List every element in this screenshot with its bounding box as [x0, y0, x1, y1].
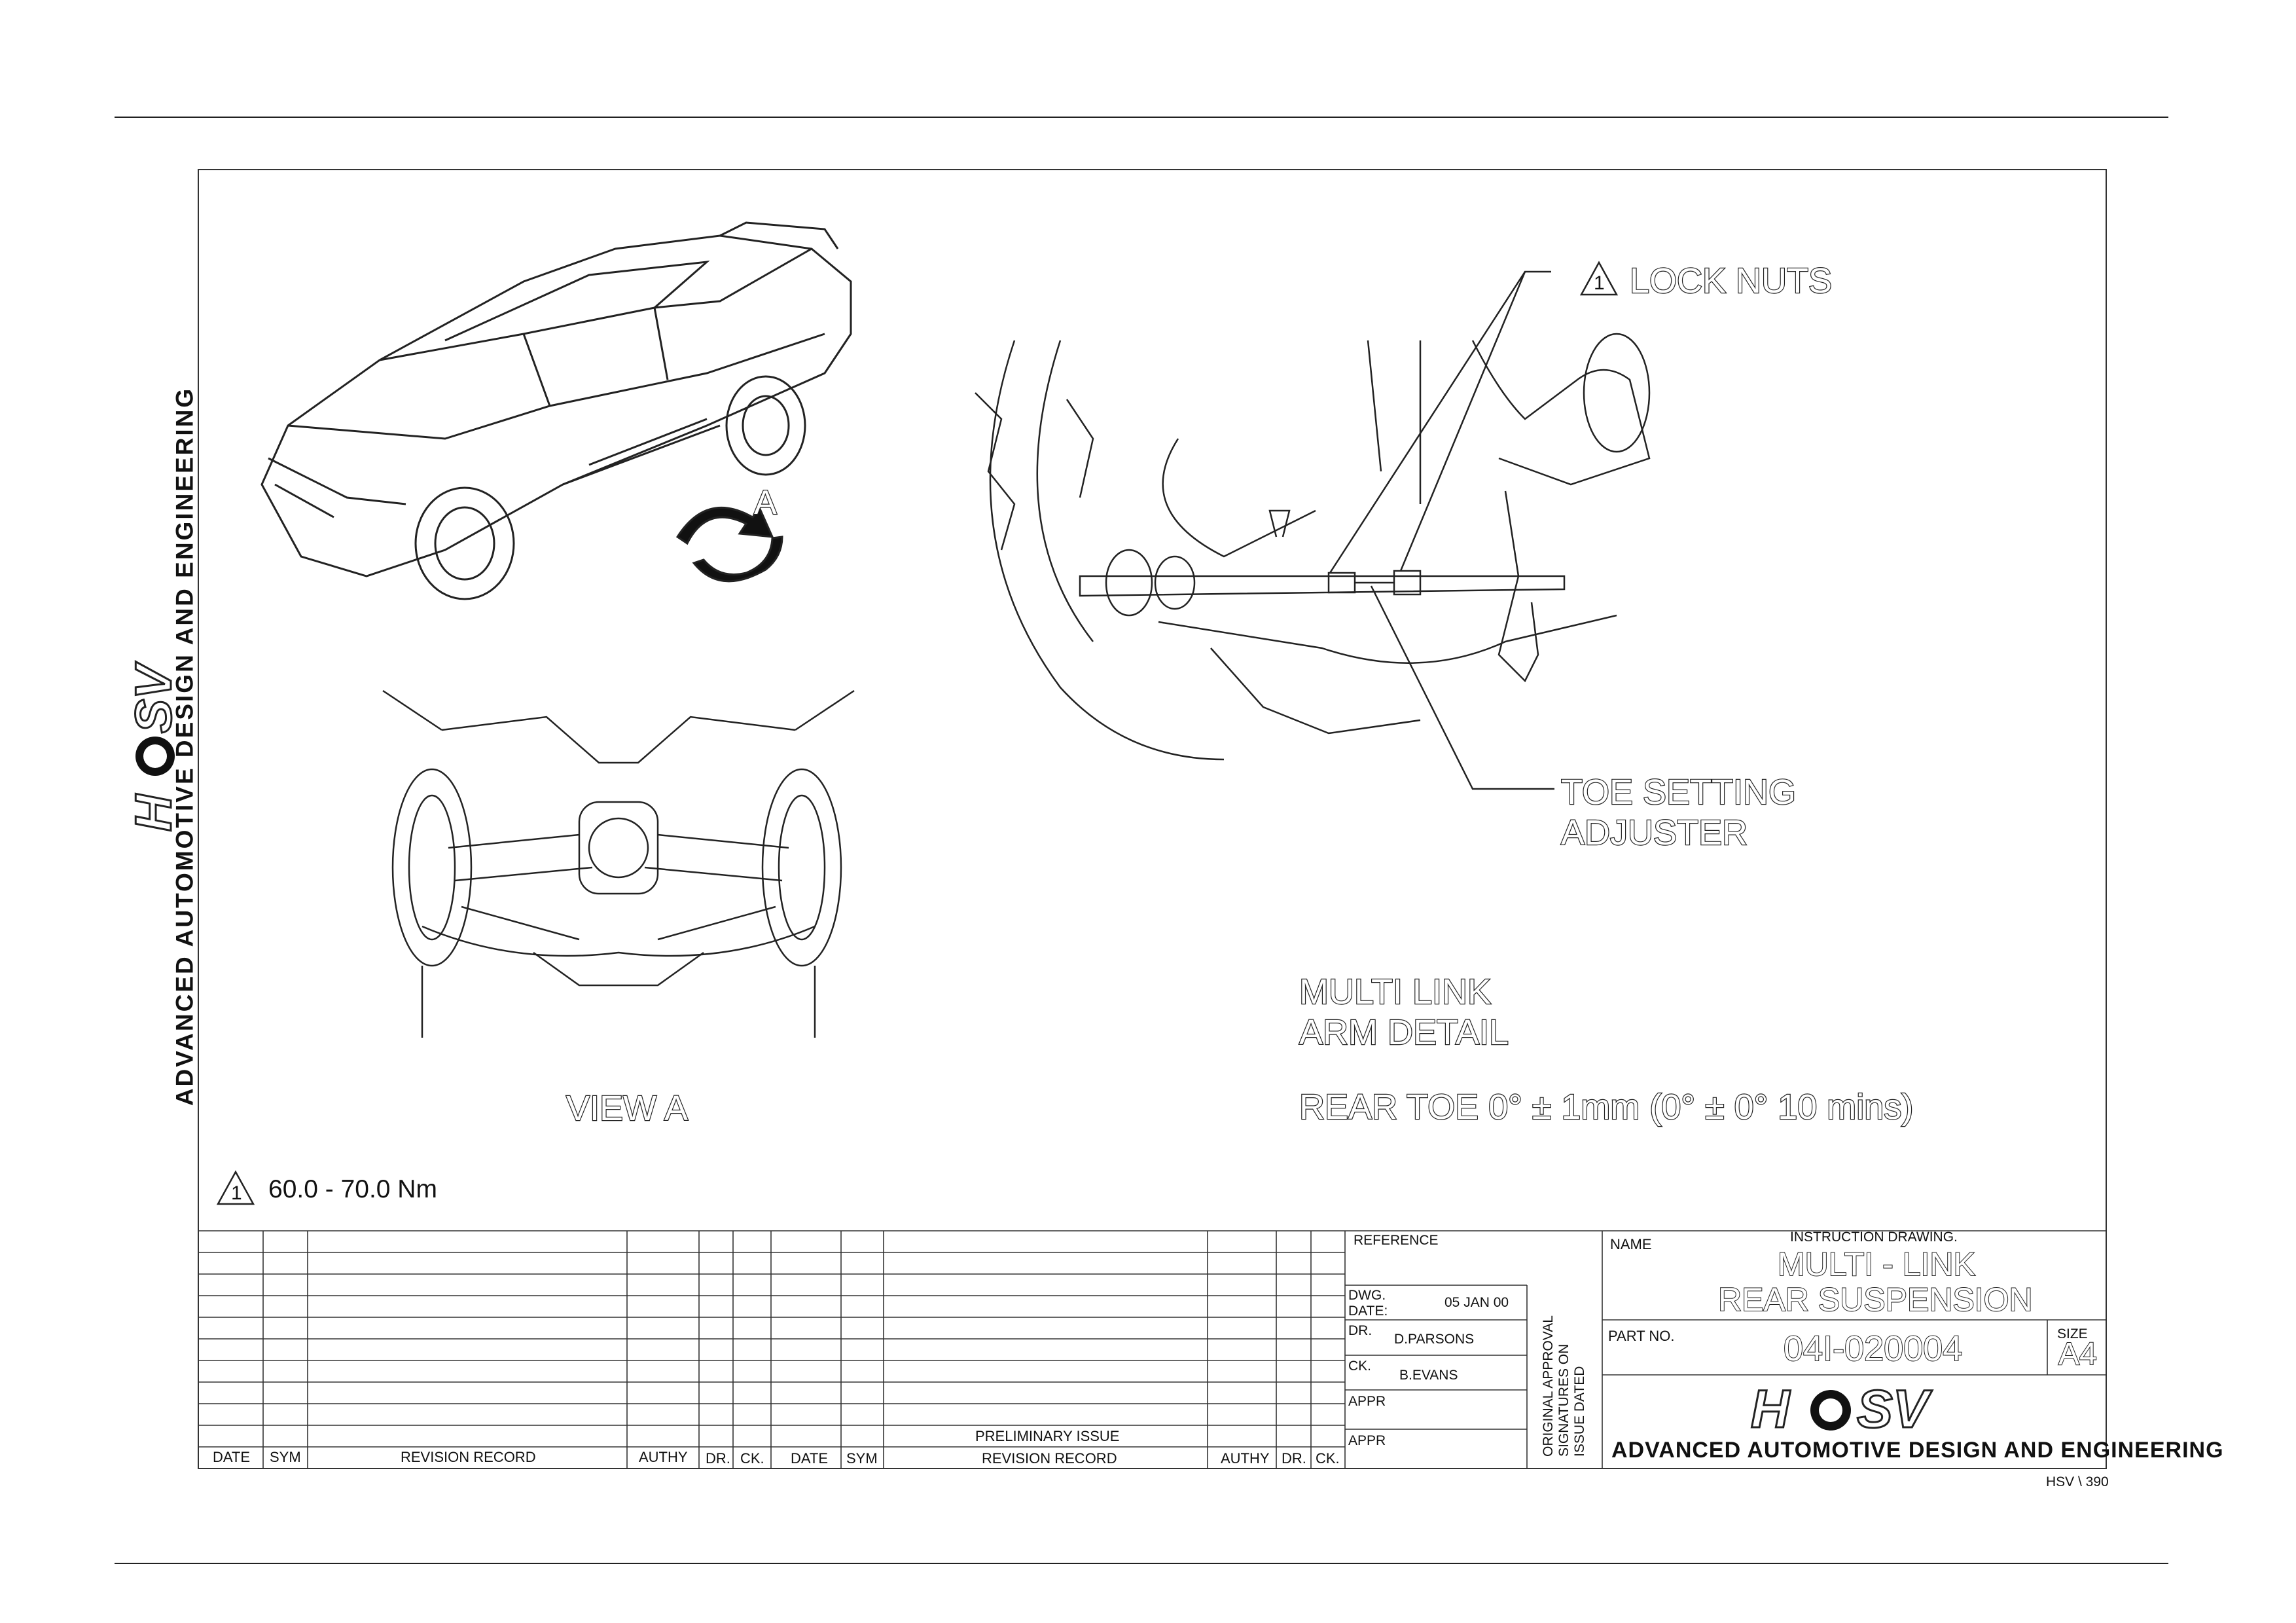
- torque-flag-icon: [216, 1170, 255, 1205]
- ck-name: B.EVANS: [1399, 1368, 1458, 1383]
- warning-flag-icon: [1579, 261, 1619, 296]
- rev-header-revision-record: REVISION RECORD: [401, 1449, 536, 1465]
- multi-link-label-line2: ARM DETAIL: [1299, 1013, 1509, 1052]
- toe-setting-label-line1: TOE SETTING: [1560, 773, 1797, 812]
- dwg-date-value: 05 JAN 00: [1444, 1295, 1509, 1310]
- lock-nuts-flag-number: 1: [1594, 272, 1605, 294]
- rev-header-authy: AUTHY: [639, 1449, 688, 1465]
- dr-label: DR.: [1348, 1323, 1372, 1338]
- rev-header-dr-right: DR.: [1282, 1450, 1306, 1467]
- dwg-date-label-2: DATE:: [1348, 1304, 1388, 1319]
- rev-header-ck: CK.: [740, 1450, 764, 1467]
- svg-text:H: H: [1751, 1379, 1791, 1439]
- drawing-frame: [198, 169, 2107, 1469]
- approval-note-line1: ORIGINAL APPROVAL: [1541, 1315, 1556, 1457]
- rev-header-dr: DR.: [706, 1450, 730, 1467]
- ck-label: CK.: [1348, 1359, 1372, 1374]
- reference-label: REFERENCE: [1354, 1233, 1439, 1248]
- approval-note-line3: ISSUE DATED: [1572, 1366, 1587, 1457]
- view-a-label: VIEW A: [565, 1089, 689, 1128]
- dr-name: D.PARSONS: [1394, 1332, 1475, 1347]
- rev-header-date: DATE: [213, 1449, 251, 1465]
- top-rule: [115, 117, 2168, 118]
- view-arrow-letter: A: [753, 484, 778, 522]
- name-label: NAME: [1610, 1236, 1652, 1252]
- rotate-arrow-icon: [675, 505, 783, 583]
- size-label: SIZE: [2057, 1326, 2088, 1341]
- car-illustration: [260, 221, 852, 600]
- sheet-reference: HSV \ 390: [2046, 1474, 2109, 1489]
- dwg-date-label-1: DWG.: [1348, 1288, 1386, 1303]
- torque-flag-number: 1: [231, 1182, 242, 1204]
- title-block-hsv-logo: H SV: [1750, 1379, 1934, 1440]
- svg-text:SV: SV: [124, 661, 182, 733]
- toe-setting-label-line2: ADJUSTER: [1560, 813, 1748, 852]
- logo-mark: H SV: [124, 660, 183, 832]
- rev-header-sym-right: SYM: [846, 1450, 878, 1467]
- part-number: 04I-020004: [1783, 1329, 1963, 1368]
- svg-text:SV: SV: [1857, 1379, 1933, 1439]
- rev-header-date-right: DATE: [791, 1450, 829, 1467]
- drawing-type: INSTRUCTION DRAWING.: [1790, 1230, 1958, 1245]
- bottom-rule: [115, 1563, 2168, 1564]
- approval-note-line2: SIGNATURES ON: [1556, 1343, 1571, 1457]
- svg-text:H: H: [124, 793, 182, 831]
- rev-header-sym: SYM: [270, 1449, 301, 1465]
- appr-label-1: APPR: [1348, 1394, 1386, 1409]
- drawing-title-line2: REAR SUSPENSION: [1717, 1281, 2034, 1318]
- torque-value: 60.0 - 70.0 Nm: [268, 1175, 437, 1203]
- appr-label-2: APPR: [1348, 1433, 1386, 1448]
- rev-header-revision-record-right: REVISION RECORD: [982, 1450, 1117, 1467]
- view-a-underbody-drawing: [382, 689, 855, 1038]
- drawing-title-line1: MULTI - LINK: [1777, 1246, 1976, 1283]
- part-no-label: PART NO.: [1608, 1328, 1675, 1344]
- multi-link-label-line1: MULTI LINK: [1299, 972, 1492, 1012]
- lock-nuts-label: LOCK NUTS: [1629, 261, 1833, 301]
- title-block-company-name: ADVANCED AUTOMOTIVE DESIGN AND ENGINEERI…: [1611, 1438, 2224, 1463]
- rev-header-authy-right: AUTHY: [1221, 1450, 1270, 1467]
- preliminary-issue: PRELIMINARY ISSUE: [975, 1428, 1120, 1444]
- rev-header-ck-right: CK.: [1316, 1450, 1340, 1467]
- rear-toe-spec: REAR TOE 0° ± 1mm (0° ± 0° 10 mins): [1299, 1087, 1914, 1127]
- size-value: A4: [2058, 1337, 2098, 1372]
